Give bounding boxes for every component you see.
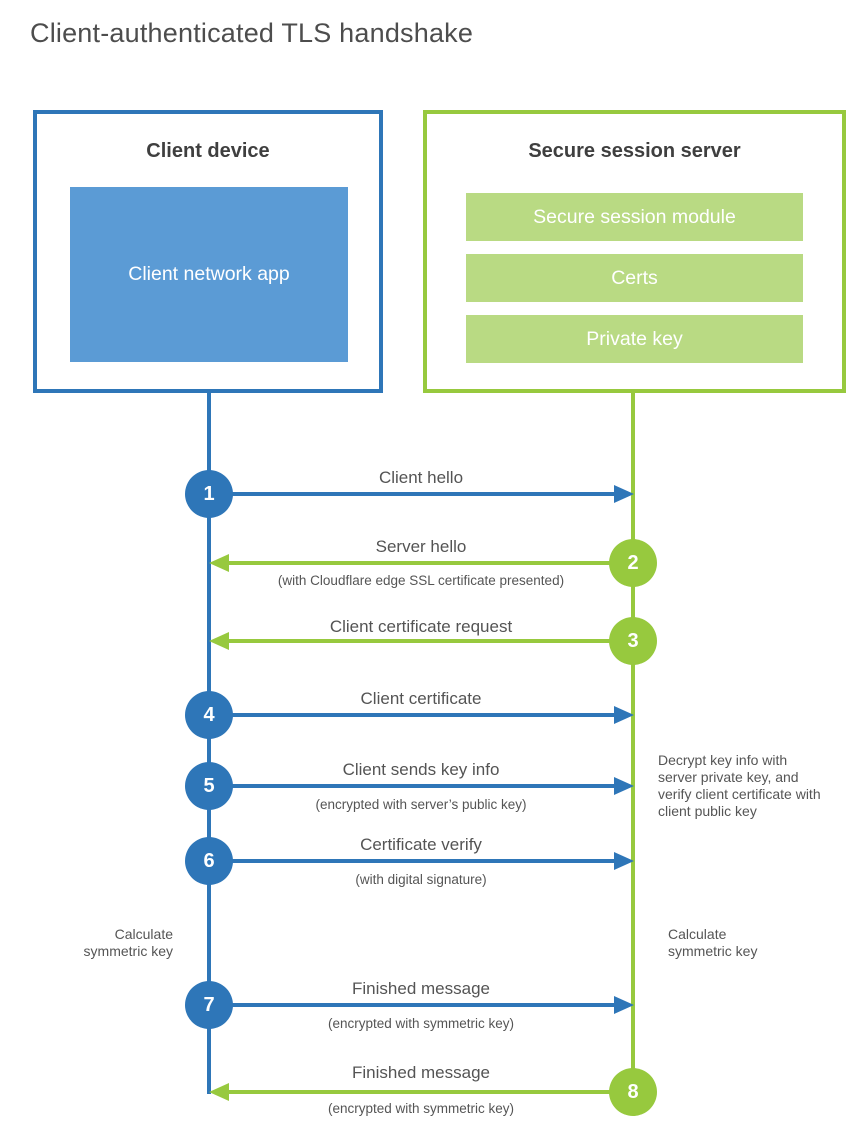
client-device-box: Client device Client network app [33,110,383,393]
step-2-label: Server hello [375,537,467,556]
client-network-app-box: Client network app [70,187,348,362]
step-2-arrow-shaft [226,561,611,565]
step-number: 7 [203,993,215,1016]
arrow-right-icon [614,777,634,795]
step-number: 6 [203,849,215,872]
step-4-number-badge: 4 [185,691,233,739]
step-number: 4 [203,703,215,726]
client-device-heading: Client device [146,140,270,162]
server-module-private-key: Private key [466,315,803,363]
step-3-number-badge: 3 [609,617,657,665]
step-5-number-badge: 5 [185,762,233,810]
server-module-certs: Certs [466,254,803,302]
calculate-symmetric-key-note-server: Calculate symmetric key [668,926,758,959]
step-number: 2 [627,551,639,574]
step-number: 3 [627,629,639,652]
step-4-arrow-shaft [231,713,616,717]
step-3-label: Client certificate request [329,617,513,636]
step-1-number-badge: 1 [185,470,233,518]
step-7-label: Finished message [352,979,490,998]
step-8-label: Finished message [352,1063,490,1082]
step-7-sublabel: (encrypted with symmetric key) [327,1016,515,1031]
step-5-arrow-shaft [231,784,616,788]
step-6-number-badge: 6 [185,837,233,885]
step-1-arrow-shaft [231,492,616,496]
step-7-number-badge: 7 [185,981,233,1029]
page-title: Client-authenticated TLS handshake [30,18,474,48]
step-4-label: Client certificate [360,689,482,708]
step-5-label: Client sends key info [342,760,500,779]
server-module-label: Secure session module [533,205,736,228]
client-lifeline [207,393,211,1094]
step-number: 8 [627,1080,639,1103]
step-number: 1 [203,482,215,505]
step-6-label: Certificate verify [360,835,482,854]
step-2-number-badge: 2 [609,539,657,587]
server-module-secure-session: Secure session module [466,193,803,241]
step-6-arrow-shaft [231,859,616,863]
secure-session-server-heading: Secure session server [528,140,741,162]
step-5-sublabel: (encrypted with server’s public key) [315,797,527,812]
server-lifeline [631,393,635,1092]
arrow-left-icon [209,554,229,572]
arrow-right-icon [614,706,634,724]
server-module-label: Certs [611,266,658,289]
step-8-number-badge: 8 [609,1068,657,1116]
decrypt-key-note: Decrypt key info with server private key… [658,752,821,819]
arrow-left-icon [209,632,229,650]
client-network-app-label: Client network app [128,263,290,285]
step-7-arrow-shaft [231,1003,616,1007]
step-number: 5 [203,774,215,797]
step-8-arrow-shaft [226,1090,611,1094]
server-module-label: Private key [586,327,683,350]
arrow-right-icon [614,996,634,1014]
step-2-sublabel: (with Cloudflare edge SSL certificate pr… [277,573,565,588]
arrow-right-icon [614,485,634,503]
step-6-sublabel: (with digital signature) [355,872,487,887]
arrow-left-icon [209,1083,229,1101]
step-8-sublabel: (encrypted with symmetric key) [327,1101,515,1116]
secure-session-server-box: Secure session server Secure session mod… [423,110,846,393]
step-1-label: Client hello [378,468,464,487]
calculate-symmetric-key-note-client: Calculate symmetric key [83,926,173,959]
arrow-right-icon [614,852,634,870]
step-3-arrow-shaft [226,639,611,643]
